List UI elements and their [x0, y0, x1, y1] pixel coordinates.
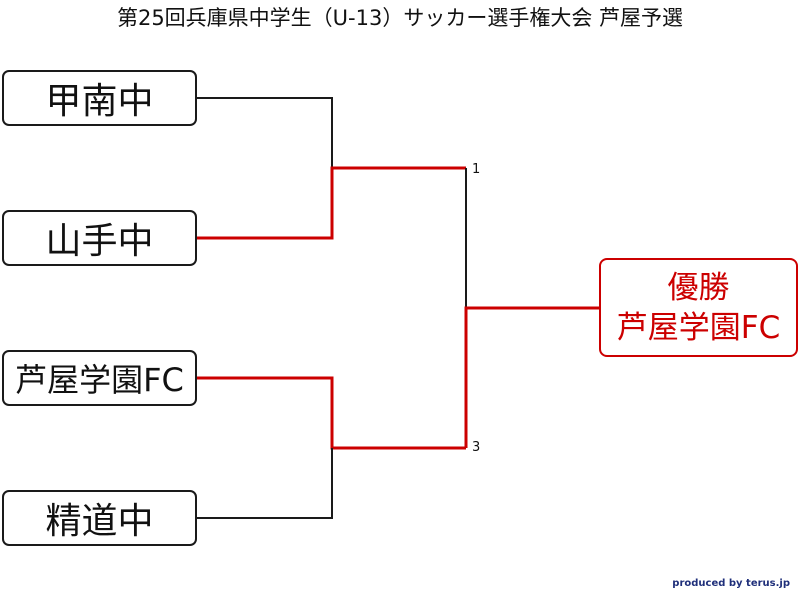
champion-team: 芦屋学園FC	[616, 309, 781, 346]
champion-box: 優勝 芦屋学園FC	[599, 258, 798, 357]
bracket-line-seido	[197, 448, 333, 519]
team-name: 芦屋学園FC	[15, 361, 184, 399]
champion-label: 優勝	[667, 269, 730, 306]
team-box-ashiya-gakuen: 芦屋学園FC	[2, 350, 197, 406]
score-lower: 3	[472, 440, 481, 455]
team-name: 精道中	[45, 501, 154, 542]
team-box-seido: 精道中	[2, 490, 197, 546]
bracket-line-ashiya-gakuen	[197, 376, 466, 450]
bracket-line-yamate	[197, 166, 466, 240]
score-upper: 1	[472, 162, 481, 177]
team-name: 山手中	[45, 221, 154, 262]
credit-text: produced by terus.jp	[672, 578, 790, 589]
team-name: 甲南中	[45, 81, 154, 122]
bracket-line-konan	[197, 97, 333, 168]
team-box-konan: 甲南中	[2, 70, 197, 126]
team-box-yamate: 山手中	[2, 210, 197, 266]
page-title: 第25回兵庫県中学生（U-13）サッカー選手権大会 芦屋予選	[116, 6, 684, 30]
bracket-line-final-winner	[464, 306, 599, 448]
